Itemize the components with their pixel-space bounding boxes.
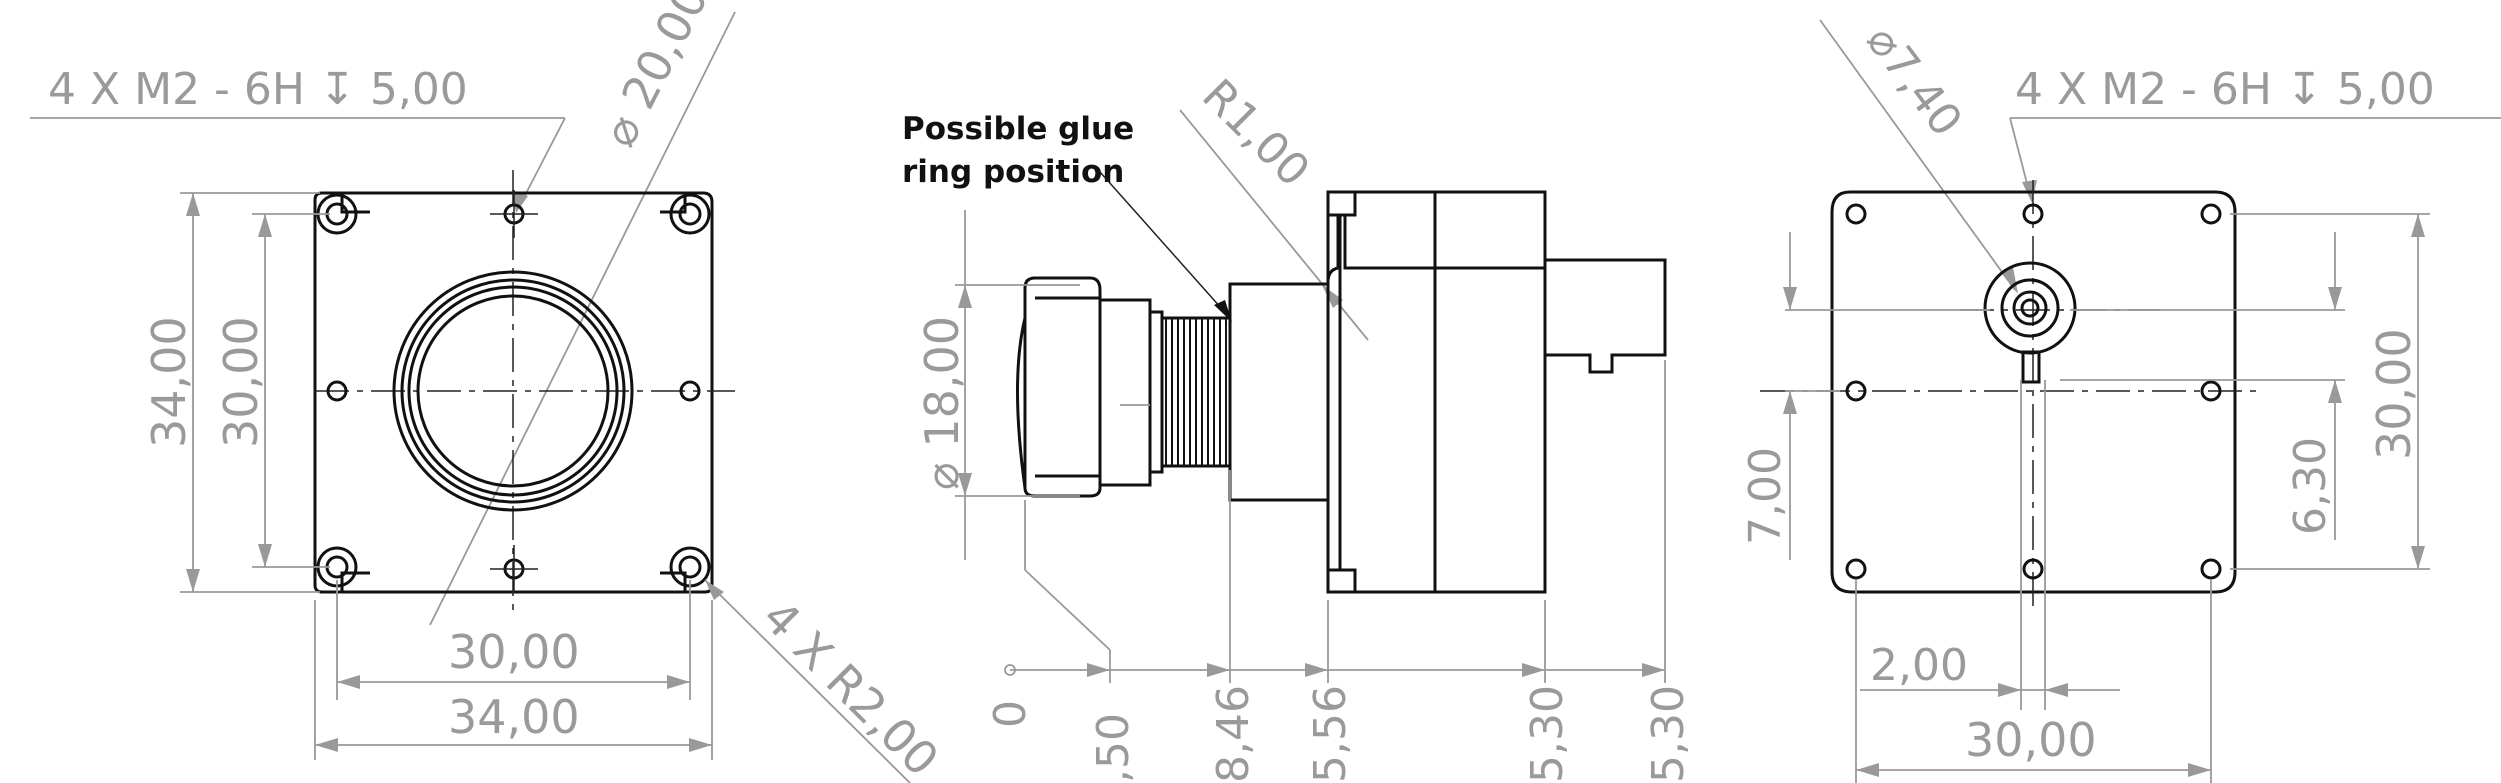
rear-offset: 2,00: [1870, 640, 1968, 691]
front-width-inner: 30,00: [448, 625, 580, 679]
rear-height-mid: 6,30: [2285, 437, 2336, 535]
side-datum-zero: 0: [985, 700, 1036, 728]
front-height-inner: 30,00: [214, 316, 268, 448]
front-view: 4 X M2 - 6H ↧ 5,00 ⌀ 20,00: [30, 0, 949, 783]
front-thread-callout: 4 X M2 - 6H ↧ 5,00: [48, 64, 468, 115]
side-view: Possible glue ring position R1,00: [902, 70, 1694, 783]
side-edge-radius: R1,00: [1192, 70, 1319, 197]
rear-body-outline: [1830, 190, 2237, 594]
side-dim-2: 5,56: [1305, 685, 1356, 783]
rear-height-left: 7,00: [1740, 447, 1791, 545]
front-width-outer: 34,00: [448, 690, 580, 744]
side-lens-diameter: ⌀ 18,00: [915, 316, 969, 490]
side-glue-ring: [1228, 282, 1330, 502]
front-mounting-holes: [326, 190, 701, 593]
front-corner-radius: 4 X R2,00: [752, 590, 949, 783]
glue-note-line1: Possible glue: [902, 111, 1134, 147]
rear-thread-callout: 4 X M2 - 6H ↧ 5,00: [2015, 64, 2435, 115]
side-dim-1: 8,46: [1208, 685, 1259, 783]
rear-height-right: 30,00: [2367, 328, 2421, 460]
side-dim-3: 5,30: [1522, 685, 1573, 783]
rear-mounting-holes: [1845, 203, 2222, 580]
side-housing: [1326, 190, 1667, 594]
front-bore-diameter-label: ⌀ 20,00: [592, 0, 719, 155]
rear-connector-diameter: ⌀7,40: [1856, 16, 1972, 146]
front-lens-bore: [392, 270, 634, 512]
rear-view: ⌀7,40 4 X M2 - 6H ↧ 5,00: [1740, 16, 2501, 783]
rear-connector: [1983, 261, 2077, 384]
glue-note-line2: ring position: [902, 154, 1124, 190]
side-lens: [1016, 276, 1164, 498]
side-dim-4: 5,30: [1643, 685, 1694, 783]
front-height-outer: 34,00: [142, 316, 196, 448]
rear-width: 30,00: [1965, 713, 2097, 767]
side-dim-0: ,50: [1088, 713, 1139, 783]
side-thread: [1160, 316, 1232, 468]
